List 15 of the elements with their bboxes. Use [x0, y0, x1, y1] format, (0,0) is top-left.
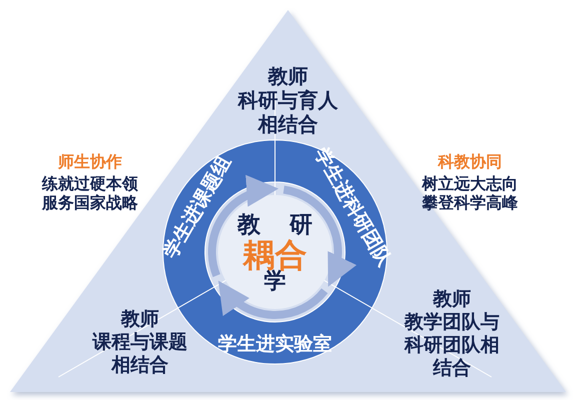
role-heading: 教师	[432, 288, 472, 311]
center-title: 耦合	[242, 239, 308, 271]
theme-text: 练就过硬本领服务国家战略	[41, 174, 139, 212]
cycle-arrow	[282, 186, 356, 288]
center-character: 研	[289, 214, 313, 237]
theme-heading: 科教协同	[436, 152, 503, 172]
center-character: 教	[237, 214, 261, 237]
role-heading: 教师	[266, 64, 309, 88]
integration-text: 科研与育人相结合	[237, 88, 339, 136]
integration-text: 教学团队与科研团队相结合	[404, 311, 500, 380]
role-heading: 教师	[120, 308, 160, 331]
cycle-arrow	[218, 280, 328, 319]
cycle-arrow	[208, 176, 279, 277]
theme-text: 树立远大志向攀登科学高峰	[421, 174, 519, 212]
theme-heading: 师生协作	[57, 152, 123, 172]
